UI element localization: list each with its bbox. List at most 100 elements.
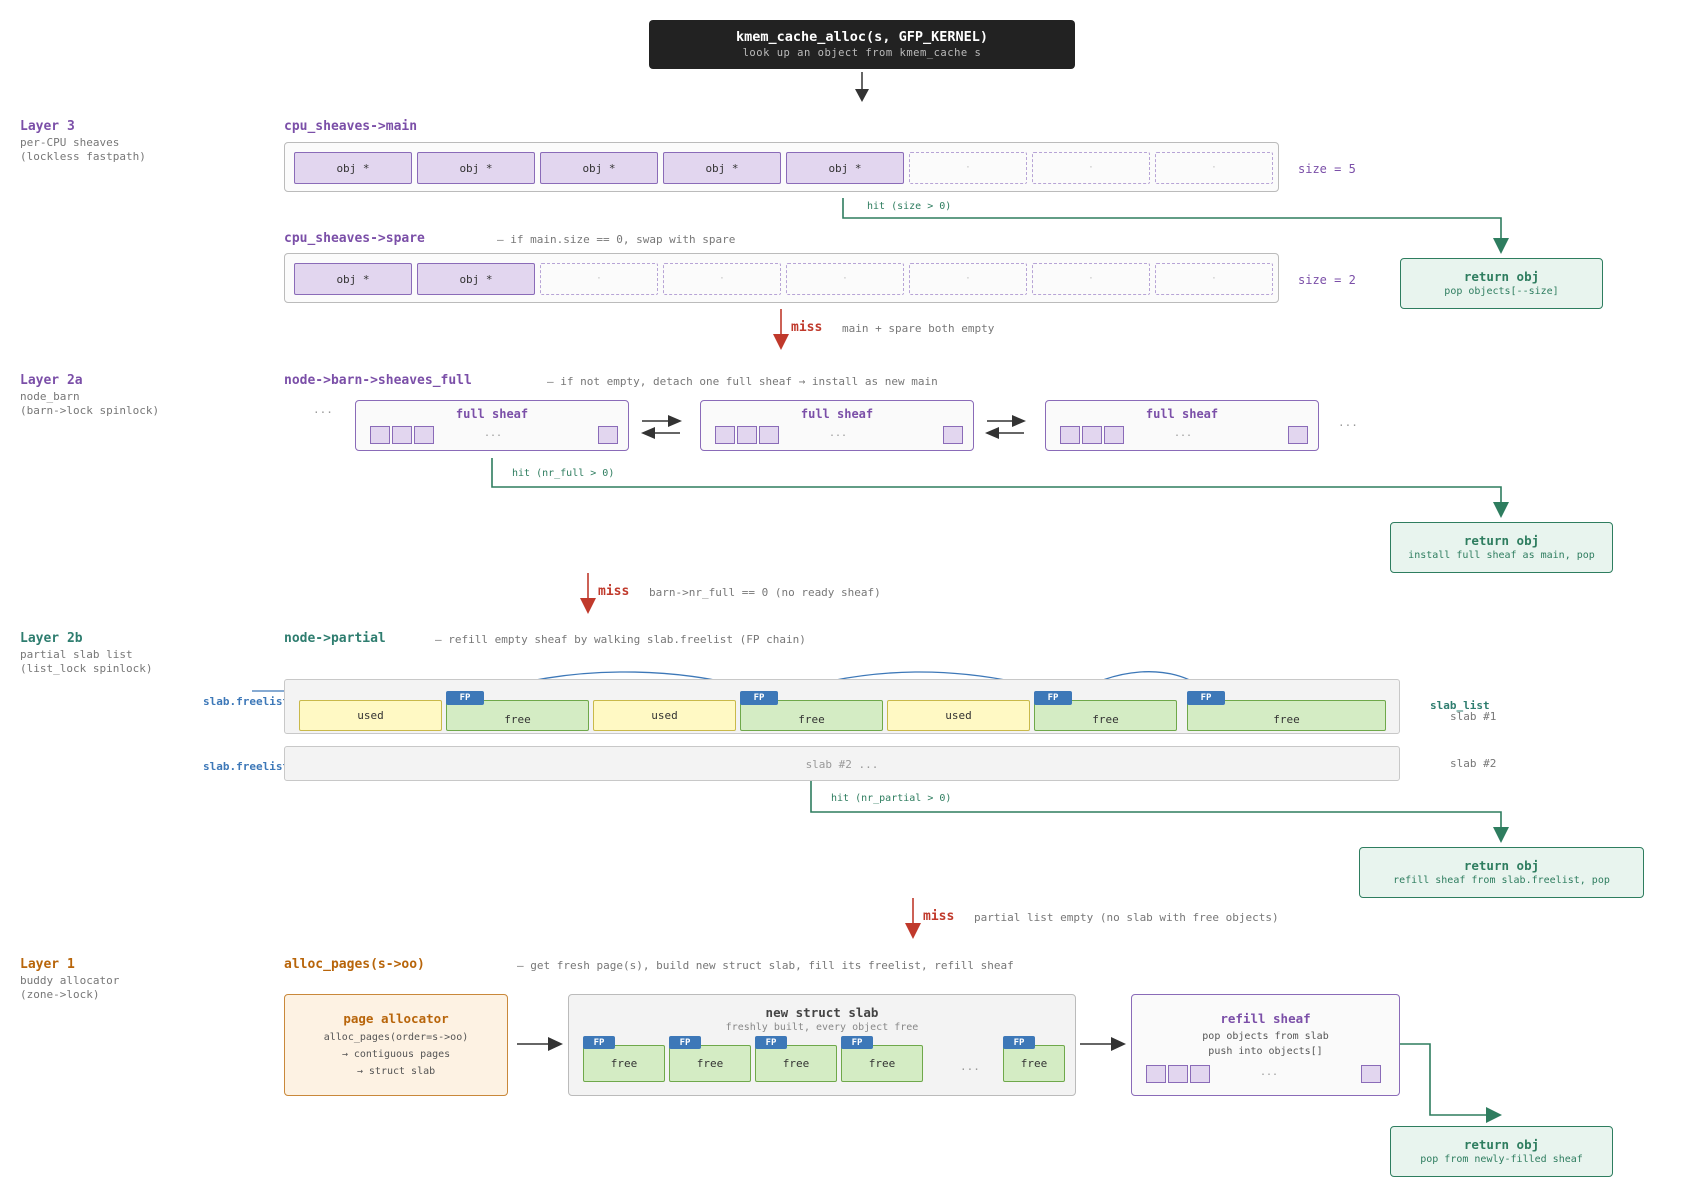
fp-tag-1: FP [446,691,484,705]
l2a-hit-label: hit (nr_full > 0) [512,468,615,479]
full-sheaf-2: full sheaf ... [700,400,974,451]
l2a-hit-head [1493,502,1509,518]
main-empty-3: · [1155,152,1273,184]
sheaf-slot [1104,426,1124,444]
new-slab-box: new struct slab freshly built, every obj… [568,994,1076,1096]
sheaf-ellipsis: ... [1174,428,1193,439]
refill-slot [1168,1065,1188,1083]
l1-return-box: return obj pop from newly-filled sheaf [1390,1126,1613,1177]
new-slab-free-3: free [755,1045,837,1082]
l3-return-box: return obj pop objects[--size] [1400,258,1603,309]
main-empty-2: · [1032,152,1150,184]
layer3-name: Layer 3 [20,119,75,134]
l3-miss-note: main + spare both empty [842,322,995,335]
new-slab-free-4: free [841,1045,923,1082]
fp-tag-2: FP [740,691,778,705]
slab2-inner-label: slab #2 ... [805,758,879,771]
main-obj-5: obj * [786,152,904,184]
layer2a-info: Layer 2a node_barn (barn->lock spinlock) [20,373,159,418]
spare-empty-2: · [663,263,781,295]
header-arrow-head [855,89,869,102]
l3-return-title: return obj [1463,269,1540,284]
l2a-hit-line [491,458,1502,504]
spare-note: — if main.size == 0, swap with spare [497,233,736,246]
spare-size: size = 2 [1298,273,1356,287]
layer1-info: Layer 1 buddy allocator (zone->lock) [20,957,119,1002]
full-sheaf-1: full sheaf ... [355,400,629,451]
layer3-desc2: (lockless fastpath) [20,150,146,163]
l2b-hit-head [1493,827,1509,843]
slab1-used-2: used [593,700,736,731]
spare-label: cpu_sheaves->spare [284,231,425,246]
slab1-used-3: used [887,700,1030,731]
sheaf-slot [715,426,735,444]
l2b-miss-label: miss [923,909,955,924]
new-slab-fp-1: FP [583,1036,615,1049]
refill-ellipsis: ... [1260,1067,1279,1078]
slab1-free-2: free [740,700,883,731]
l2b-miss-note: partial list empty (no slab with free ob… [974,911,1279,924]
l2a-miss-label: miss [598,584,630,599]
l1-return-title: return obj [1463,1137,1540,1152]
layer1-desc2: (zone->lock) [20,988,100,1001]
sheaf-ellipsis: ... [829,428,848,439]
full-sheaf-1-label: full sheaf [455,407,529,421]
fp-tag-3: FP [1034,691,1072,705]
header-subtitle: look up an object from kmem_cache s [742,47,982,59]
new-slab-fp-4: FP [841,1036,873,1049]
sheaf-slot [392,426,412,444]
main-obj-3: obj * [540,152,658,184]
refill-sheaf-line1: pop objects from slab [1202,1031,1329,1042]
layer1-desc1: buddy allocator [20,974,120,987]
new-slab-free-5: free [1003,1045,1065,1082]
refill-sheaf-box: refill sheaf pop objects from slab push … [1131,994,1400,1096]
spare-sheaf: obj * obj * · · · · · · [284,253,1279,303]
spare-empty-1: · [540,263,658,295]
l1-return-head [1486,1107,1502,1123]
l2b-hit-label: hit (nr_partial > 0) [831,793,952,804]
sheaf-ellipsis: ... [484,428,503,439]
slab1-label: slab #1 [1450,710,1497,723]
l1-return-sub: pop from newly-filled sheaf [1420,1154,1583,1165]
l2a-return-box: return obj install full sheaf as main, p… [1390,522,1613,573]
layer2b-name: Layer 2b [20,631,83,646]
full-sheaf-3: full sheaf ... [1045,400,1319,451]
slab1-used-1: used [299,700,442,731]
new-slab-free-1: free [583,1045,665,1082]
refill-slot [1190,1065,1210,1083]
sheaf-slot [414,426,434,444]
main-obj-1: obj * [294,152,412,184]
new-slab-sub: freshly built, every object free [725,1022,919,1033]
l2a-return-title: return obj [1463,533,1540,548]
spare-empty-3: · [786,263,904,295]
main-empty-1: · [909,152,1027,184]
page-allocator-title: page allocator [343,1011,449,1026]
l3-hit-head [1493,238,1509,254]
layer3-desc1: per-CPU sheaves [20,136,120,149]
sheaf-slot [943,426,963,444]
layer2a-desc1: node_barn [20,390,80,403]
main-obj-2: obj * [417,152,535,184]
slab-list-label: slab_list [1430,699,1490,712]
barn-note: — if not empty, detach one full sheaf → … [547,375,938,388]
new-slab-ellipsis: ... [960,1060,980,1073]
slab1-free-4: free [1187,700,1386,731]
l3-miss-label: miss [791,320,823,335]
layer2b-desc1: partial slab list [20,648,133,661]
main-sheaf: obj * obj * obj * obj * obj * · · · [284,142,1279,192]
l2b-return-title: return obj [1463,858,1540,873]
alloc-pages-note: — get fresh page(s), build new struct sl… [517,959,1014,972]
l1-arrow-2 [1111,1037,1126,1051]
alloc-pages-label: alloc_pages(s->oo) [284,957,425,972]
layer3-info: Layer 3 per-CPU sheaves (lockless fastpa… [20,119,146,164]
spare-empty-4: · [909,263,1027,295]
l2a-miss-note: barn->nr_full == 0 (no ready sheaf) [649,586,881,599]
full-sheaf-2-label: full sheaf [800,407,874,421]
layer1-name: Layer 1 [20,957,75,972]
partial-note: — refill empty sheaf by walking slab.fre… [435,633,806,646]
sheaf-slot [598,426,618,444]
page-allocator-box: page allocator alloc_pages(order=s->oo) … [284,994,508,1096]
barn-label: node->barn->sheaves_full [284,373,472,388]
barn-left-ellipsis: ... [313,403,333,416]
fp-tag-4: FP [1187,691,1225,705]
